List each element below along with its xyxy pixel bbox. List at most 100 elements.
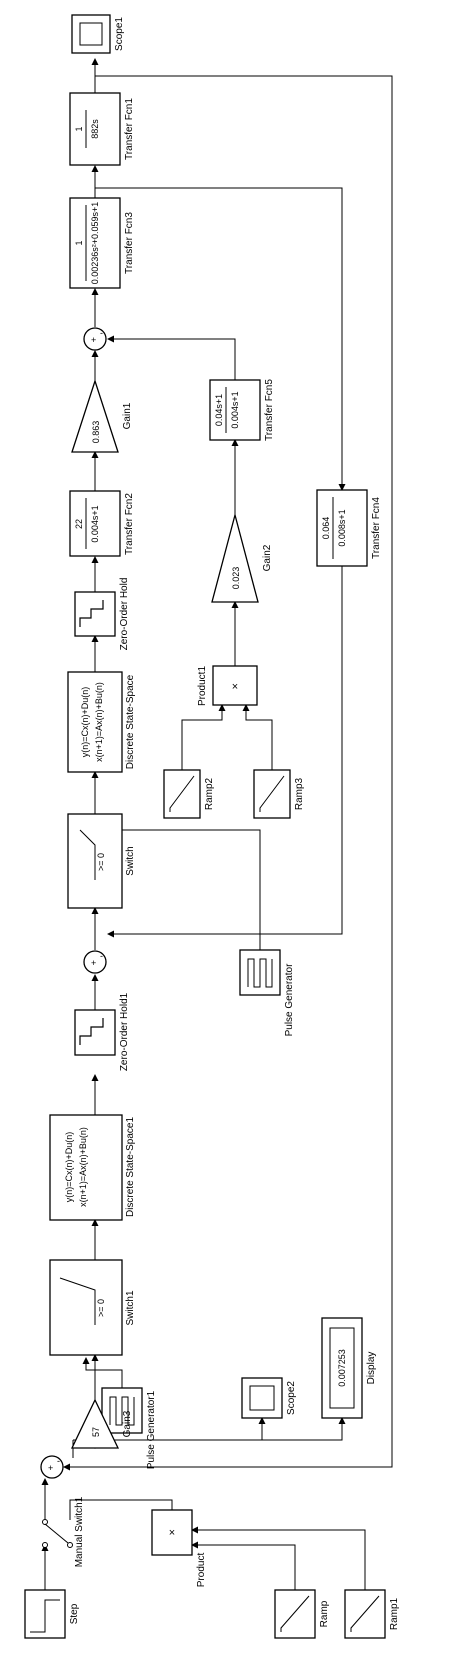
pulse-generator-label: Pulse Generator [284,963,295,1036]
tf2-label: Transfer Fcn2 [124,493,135,555]
zoh1-label: Zero-Order Hold1 [119,992,130,1071]
switch-condition: >= 0 [96,853,106,871]
tf3-denominator: 0.00236s²+0.059s+1 [90,202,100,285]
wire-tf4-to-sum2 [107,566,343,938]
display-block[interactable]: 0.007253 Display [321,1317,377,1419]
discrete-state-space-block[interactable]: y(n)=Cx(n)+Du(n) x(n+1)=Ax(n)+Bu(n) Disc… [67,671,136,773]
transfer-fcn1-block[interactable]: 1 882s Transfer Fcn1 [69,92,135,166]
tf1-label: Transfer Fcn1 [124,98,135,160]
ramp3-block[interactable]: Ramp3 [253,769,305,819]
sum2-minus: - [100,951,103,961]
product1-block[interactable]: × Product1 [197,665,258,706]
tf3-label: Transfer Fcn3 [124,212,135,274]
sum2-plus: + [91,958,96,968]
pulse-icon [247,958,273,988]
wire-ramp2-to-product1 [181,704,226,770]
product-label: Product [196,1553,207,1588]
pulse-generator-block[interactable]: Pulse Generator [239,949,295,1036]
transfer-fcn5-block[interactable]: 0.04s+1 0.004s+1 Transfer Fcn5 [209,379,275,441]
transfer-fcn4-block[interactable]: 0.064 0.008s+1 Transfer Fcn4 [316,489,382,567]
wire-to-tf4 [95,187,346,491]
wire-ramp-to-product [191,1541,296,1590]
gain2-value: 0.023 [231,567,241,590]
step-icon [30,1599,60,1633]
pulse-generator1-label: Pulse Generator1 [146,1390,157,1469]
gain3-value: 57 [91,1427,101,1437]
gain3-label: Gain3 [122,1410,133,1437]
scope1-block[interactable]: Scope1 [71,14,125,54]
wire-tf5-to-sum3 [107,335,236,380]
step-block[interactable]: Step [24,1589,80,1639]
product1-symbol: × [232,681,238,693]
switch1-label: Switch1 [125,1290,136,1325]
tf5-label: Transfer Fcn5 [264,379,275,441]
wire-to-display [262,1417,346,1441]
transfer-fcn2-block[interactable]: 22 0.004s+1 Transfer Fcn2 [69,490,135,557]
dss-line2: x(n+1)=Ax(n)+Bu(n) [94,682,104,762]
transfer-fcn3-block[interactable]: 1 0.00236s²+0.059s+1 Transfer Fcn3 [69,197,135,289]
zero-order-hold-block[interactable]: Zero-Order Hold [74,578,130,651]
tf3-numerator: 1 [74,240,84,245]
switch1-block[interactable]: >= 0 Switch1 [49,1259,136,1356]
tf1-numerator: 1 [74,126,84,131]
staircase-icon [79,600,104,627]
switch-label: Switch [125,846,136,875]
ramp-label: Ramp [319,1600,330,1627]
tf5-numerator: 0.04s+1 [214,394,224,426]
tf2-numerator: 22 [74,519,84,529]
zoh-label: Zero-Order Hold [119,578,130,651]
ramp2-block[interactable]: Ramp2 [163,769,215,819]
tf4-label: Transfer Fcn4 [371,497,382,559]
tf4-numerator: 0.064 [321,517,331,540]
scope2-label: Scope2 [286,1381,297,1415]
display-value: 0.007253 [337,1349,347,1387]
sum2-block[interactable]: + - [83,950,107,974]
discrete-state-space1-block[interactable]: y(n)=Cx(n)+Du(n) x(n+1)=Ax(n)+Bu(n) Disc… [49,1114,136,1221]
gain1-label: Gain1 [122,402,133,429]
ramp1-block[interactable]: Ramp1 [344,1589,400,1639]
gain2-label: Gain2 [262,544,273,571]
dss1-line2: x(n+1)=Ax(n)+Bu(n) [78,1127,88,1207]
dss1-line1: y(n)=Cx(n)+Du(n) [64,1132,74,1203]
sum1-plus: + [48,1463,53,1473]
ramp-icon [350,1595,380,1632]
gain1-block[interactable]: 0.863 Gain1 [71,378,133,453]
product-symbol: × [169,1527,175,1539]
gain1-value: 0.863 [91,421,101,444]
wire-pulse1-to-switch1 [82,1357,123,1388]
switch-block[interactable]: >= 0 Switch [67,813,136,909]
dss-label: Discrete State-Space [125,674,136,769]
wire-ramp3-to-product1 [242,704,273,770]
gain2-block[interactable]: 0.023 Gain2 [211,512,273,603]
ramp1-label: Ramp1 [389,1597,400,1630]
display-label: Display [366,1352,377,1385]
product1-label: Product1 [197,666,208,706]
sum3-block[interactable]: + - [83,327,107,351]
manual-switch1-label: Manual Switch1 [74,1496,85,1567]
ramp2-label: Ramp2 [204,777,215,810]
tf4-denominator: 0.008s+1 [337,509,347,546]
sum1-block[interactable]: + - [40,1455,64,1479]
pulse-icon [109,1396,135,1426]
product-block[interactable]: × Product [151,1509,207,1588]
wire-outer-feedback [63,75,393,1471]
gain3-block[interactable]: 57 Gain3 [70,1398,133,1449]
ramp-icon [259,775,285,812]
tf1-denominator: 882s [90,119,100,139]
sum3-minus: - [100,328,103,338]
tf5-denominator: 0.004s+1 [230,391,240,428]
wire-ramp1-to-product [191,1526,366,1590]
tf2-denominator: 0.004s+1 [90,505,100,542]
sum1-minus: - [57,1456,60,1466]
pulse-generator1-block[interactable]: Pulse Generator1 [101,1387,157,1469]
switch1-condition: >= 0 [96,1299,106,1317]
ramp-icon [169,775,195,812]
scope2-block[interactable]: Scope2 [241,1377,297,1419]
zero-order-hold1-block[interactable]: Zero-Order Hold1 [74,992,130,1071]
staircase-icon [79,1018,104,1045]
dss1-label: Discrete State-Space1 [125,1117,136,1217]
manual-switch1-block[interactable]: Manual Switch1 [42,1496,86,1567]
ramp-block[interactable]: Ramp [274,1589,330,1639]
